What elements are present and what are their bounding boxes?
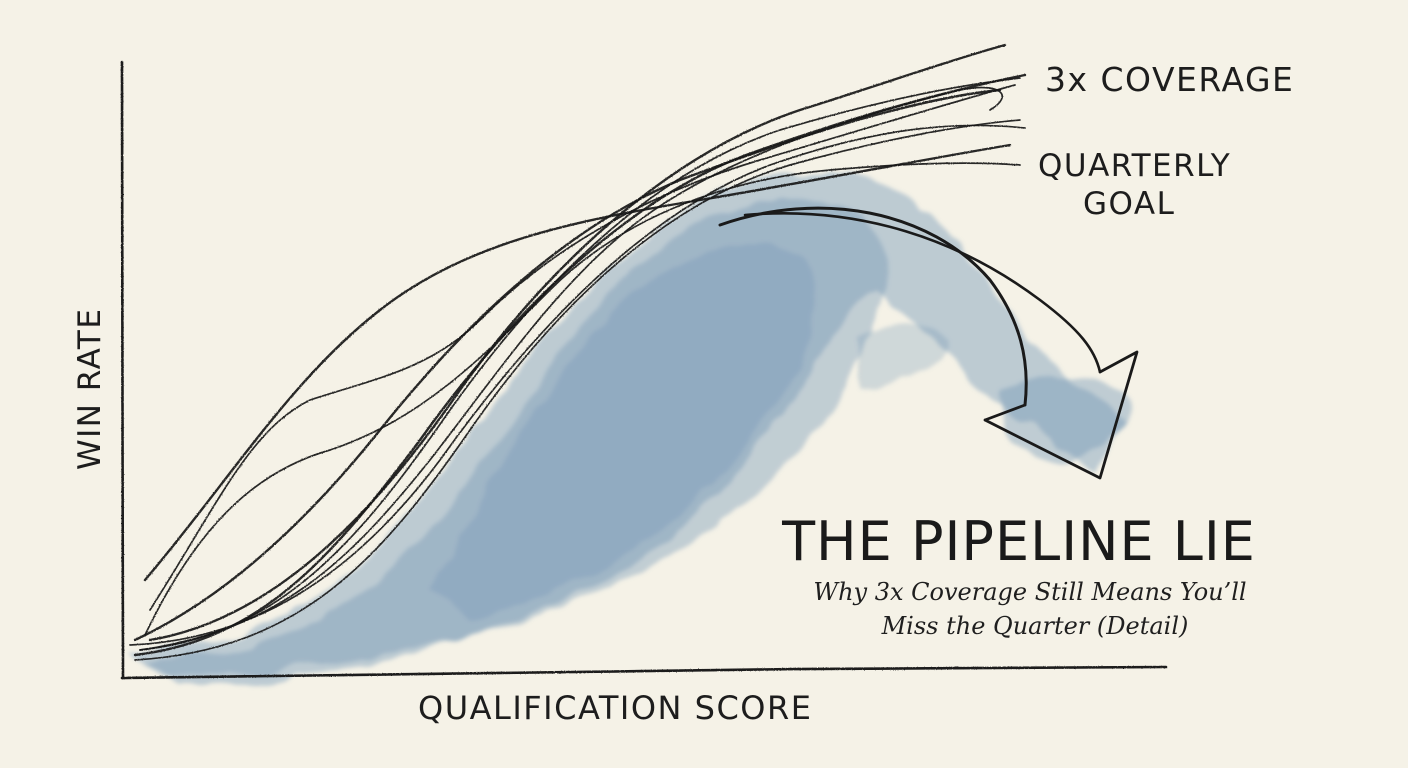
x-axis-label: QUALIFICATION SCORE (418, 689, 812, 727)
arrow-head (983, 350, 1139, 480)
goal-annotation-line2: GOAL (1083, 186, 1175, 222)
wash-stroke-5 (999, 376, 1130, 462)
chart-subtitle-line1: Why 3x Coverage Still Means You’ll (813, 578, 1246, 606)
x-axis (120, 665, 1168, 680)
wash-stroke-4 (860, 323, 945, 390)
arrow-shaft-top (718, 206, 1028, 407)
sketch-lines (129, 43, 1027, 661)
chart-title: THE PIPELINE LIE (781, 510, 1256, 573)
coverage-annotation: 3x COVERAGE (1045, 60, 1294, 99)
axes (120, 60, 1168, 680)
y-axis (120, 60, 125, 680)
downturn-arrow (718, 206, 1139, 480)
sketch-line-9 (139, 86, 1003, 651)
wash-stroke-3 (430, 240, 815, 621)
sketch-line-6 (144, 162, 1021, 636)
goal-annotation-line1: QUARTERLY (1038, 148, 1231, 184)
y-axis-label: WIN RATE (72, 308, 108, 470)
sketch-line-4 (148, 43, 1007, 642)
sketch-line-10 (133, 88, 1002, 642)
arrow-shaft-bottom (743, 212, 1102, 374)
sketch-line-2 (139, 77, 1021, 651)
watercolor-wash (130, 170, 1130, 690)
sketch-line-5 (134, 119, 1021, 661)
chart-subtitle-line2: Miss the Quarter (Detail) (881, 612, 1189, 640)
sketch-line-7 (143, 143, 1012, 582)
sketch-line-3 (129, 124, 1026, 646)
